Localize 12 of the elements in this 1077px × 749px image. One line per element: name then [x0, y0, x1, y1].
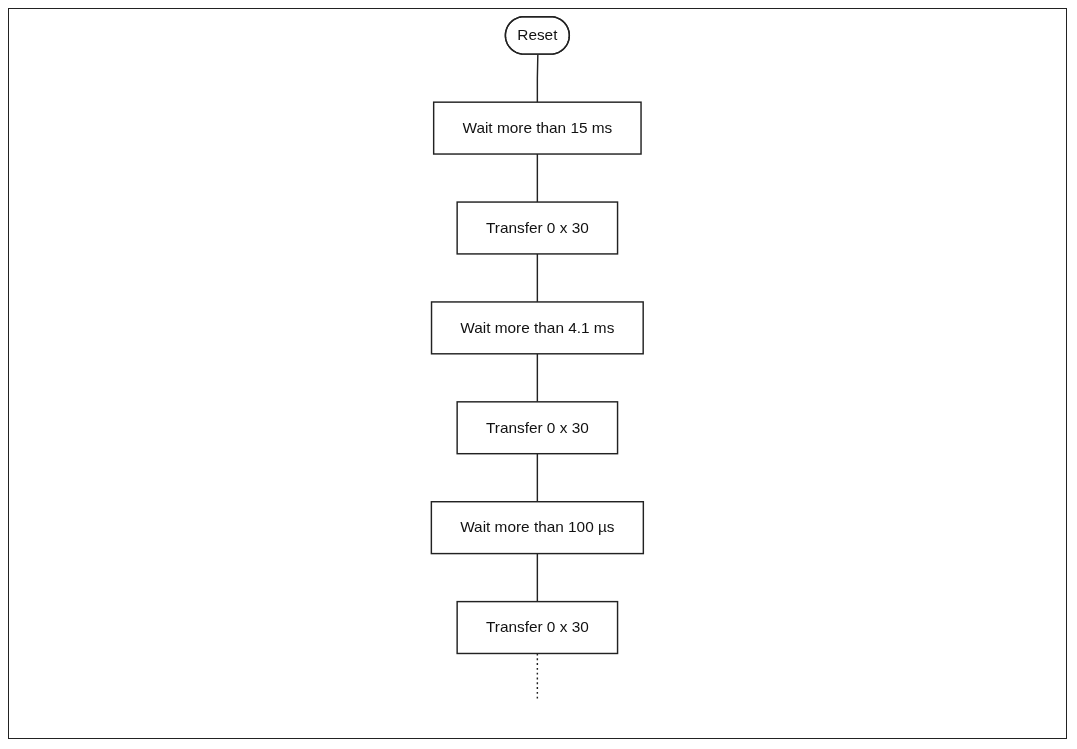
node-box: Wait more than 15 ms	[433, 101, 642, 155]
node-box: Wait more than 4.1 ms	[430, 301, 645, 355]
node-box: Transfer 0 x 30	[456, 600, 619, 655]
connector	[536, 353, 539, 403]
connector	[536, 53, 539, 103]
connector	[536, 552, 539, 603]
node-box: Transfer 0 x 30	[456, 401, 619, 455]
node-box: Transfer 0 x 30	[456, 201, 619, 255]
connector	[536, 253, 539, 303]
connector	[536, 153, 539, 203]
node-box: Wait more than 100 µs	[430, 501, 645, 555]
connector	[536, 452, 539, 503]
